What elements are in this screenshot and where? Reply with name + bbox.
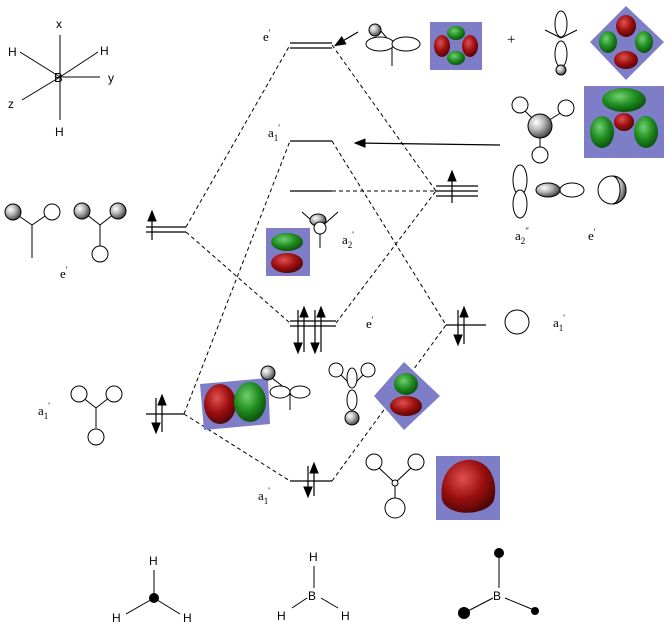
structure-2: B H H H xyxy=(277,550,350,623)
label-left-a1-prime: a1' xyxy=(38,401,50,421)
plus-sign: + xyxy=(507,32,515,48)
left-fragment-electrons xyxy=(147,209,167,435)
e-prime-orbital-render-1 xyxy=(430,22,482,70)
h-label-upper-left: H xyxy=(8,45,17,59)
e-prime-p-orbital-sketch xyxy=(365,23,421,66)
e-prime-bonding-render-2 xyxy=(374,362,440,430)
a1-prime-bottom-sketch xyxy=(365,453,425,519)
label-e-prime-top: e' xyxy=(263,28,271,44)
label-right-a1-prime: a1' xyxy=(553,313,565,333)
left-a1-prime-sketch xyxy=(70,385,123,446)
y-axis-label: y xyxy=(108,71,114,85)
h-label-upper-right: H xyxy=(100,44,109,58)
e-prime-bonding-render-1 xyxy=(200,378,270,430)
e-prime-bonding-sketch-1 xyxy=(260,365,311,410)
right-fragment-electrons xyxy=(447,169,469,347)
a1-prime-mid-sketch xyxy=(511,96,575,164)
a1-prime-right-s-sketch xyxy=(504,309,530,335)
h-label-bottom: H xyxy=(55,125,64,139)
label-a1-prime-bottom: a1' xyxy=(258,486,270,506)
z-axis-label: z xyxy=(8,97,14,111)
e-prime-electrons xyxy=(293,305,326,355)
s1-h-left: H xyxy=(112,611,121,625)
x-axis-label: x xyxy=(56,17,62,31)
arrow-to-e-prime-top xyxy=(333,31,359,47)
coordinate-frame xyxy=(19,35,100,120)
left-fragment-levels xyxy=(146,226,186,415)
label-right-e-prime: e' xyxy=(588,227,596,243)
s1-h-top: H xyxy=(149,554,158,568)
a1-prime-bottom-render xyxy=(436,456,500,520)
s2-h-right: H xyxy=(341,609,350,623)
left-e-prime-sketch-1 xyxy=(4,203,61,258)
a1-prime-mid-render xyxy=(584,86,664,158)
s2-b-center: B xyxy=(308,589,316,603)
s3-b-center: B xyxy=(493,589,501,603)
left-e-prime-sketch-2 xyxy=(73,202,127,263)
s1-h-right: H xyxy=(183,611,192,625)
label-a1-prime-mid: a1' xyxy=(268,123,280,143)
a1-bottom-electrons xyxy=(303,461,319,499)
s2-h-top: H xyxy=(309,550,318,564)
label-e-prime-bonding: e' xyxy=(366,315,374,331)
structure-1: H H H xyxy=(112,554,192,625)
e-prime-py-sketch xyxy=(597,175,627,205)
a2-prime-render xyxy=(266,228,310,276)
label-right-a2-double-prime: a2" xyxy=(515,226,529,246)
e-prime-px-sketch xyxy=(535,182,585,198)
structure-3: B xyxy=(458,548,539,619)
boron-label: B xyxy=(54,70,63,85)
label-left-e-prime: e' xyxy=(60,265,68,281)
right-fragment-levels xyxy=(436,185,486,326)
e-prime-p-orbital-sketch-2 xyxy=(544,10,578,76)
e-prime-orbital-render-2 xyxy=(590,6,664,80)
label-a2-prime: a2' xyxy=(342,230,354,250)
e-prime-bonding-sketch-2 xyxy=(328,362,376,426)
s2-h-left: H xyxy=(277,609,286,623)
correlation-lines xyxy=(183,44,447,482)
a2-double-prime-sketch xyxy=(512,164,528,219)
a2-prime-sketch xyxy=(301,211,339,248)
arrow-to-a1-prime-mid xyxy=(353,138,501,148)
